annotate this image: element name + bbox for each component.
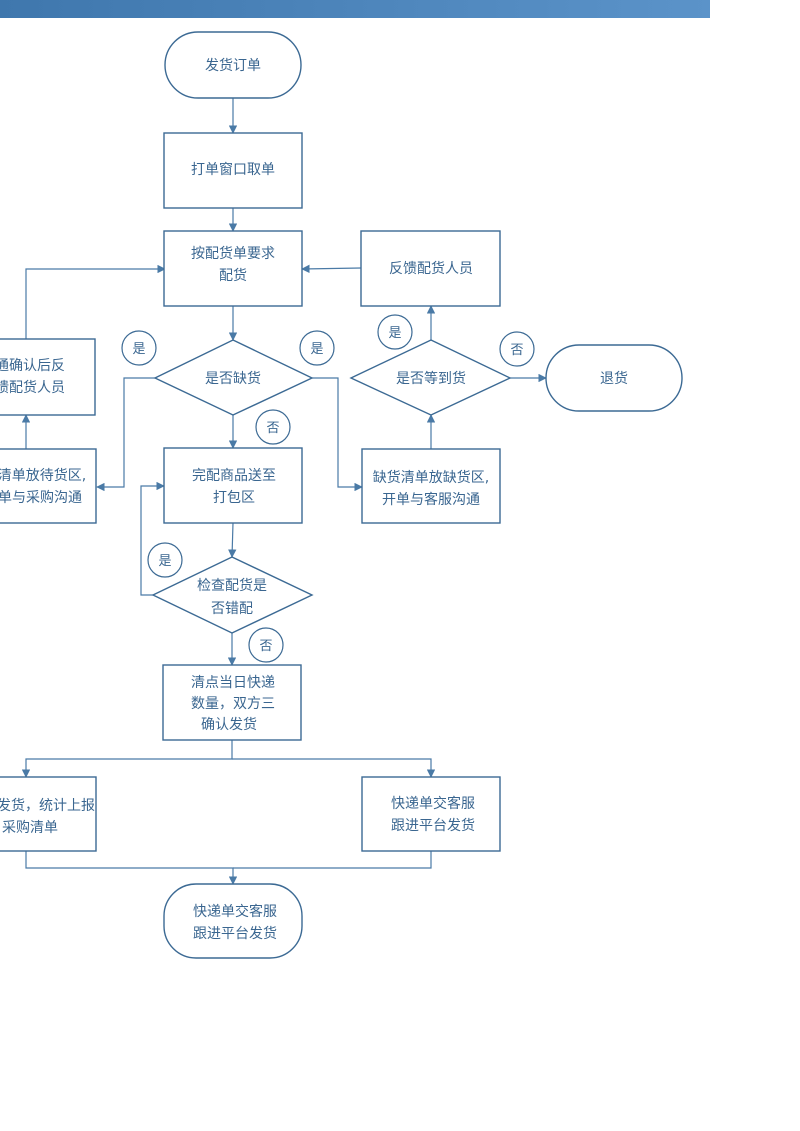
edge-pack-to-checkq (228, 522, 237, 558)
out-of-stock-decision: 是否缺货 (153, 339, 314, 416)
ship-report-node: 发货，统计上报 采购清单 (0, 776, 97, 852)
confirm-line-2: 馈配货人员 (0, 379, 65, 396)
edge-left-to-end (25, 851, 238, 885)
check-line-2: 否错配 (211, 601, 253, 617)
svg-text:是: 是 (388, 326, 401, 341)
svg-text:打单窗口取单: 打单窗口取单 (191, 161, 275, 178)
shortage-area-node: 缺货清单放缺货区, 开单与客服沟通 (361, 448, 501, 524)
header-bar (0, 0, 710, 18)
out-of-stock-label: 是否缺货 (205, 370, 261, 387)
pack-line-2: 打包区 (213, 489, 255, 506)
svg-text:否: 否 (259, 639, 272, 654)
express-cs-right-node: 快递单交客服 跟进平台发货 (361, 776, 501, 852)
pending-line-2: 单与采购沟通 (0, 490, 82, 506)
express-right-line-2: 跟进平台发货 (391, 817, 475, 834)
wait-arrival-label: 是否等到货 (396, 370, 466, 387)
svg-text:否: 否 (266, 421, 279, 436)
edge-confirm-to-pick (25, 264, 166, 339)
branch-yes-wait: 是 (377, 314, 413, 350)
return-goods-label: 退货 (600, 370, 628, 387)
to-pack-area-node: 完配商品送至 打包区 (163, 447, 303, 524)
edge-stockq-to-pending (96, 377, 155, 492)
count-line-3: 确认发货 (201, 716, 257, 733)
count-express-node: 清点当日快递 数量，双方三 确认发货 (162, 664, 302, 741)
confirm-line-1: 通确认后反 (0, 358, 65, 374)
branch-yes-mismatch: 是 (147, 542, 183, 578)
svg-text:是: 是 (310, 342, 323, 357)
confirm-feedback-node: 通确认后反 馈配货人员 (0, 338, 96, 416)
edge-count-to-right (232, 758, 436, 778)
feedback-picker-label: 反馈配货人员 (389, 260, 473, 277)
end-line-1: 快递单交客服 (193, 903, 277, 920)
svg-text:是: 是 (132, 342, 145, 357)
end-node: 快递单交客服 跟进平台发货 (163, 883, 303, 959)
svg-text:发货订单: 发货订单 (205, 57, 261, 74)
edge-right-to-end (233, 851, 432, 869)
ship-line-2: 采购清单 (2, 820, 58, 836)
branch-no-mismatch: 否 (248, 627, 284, 663)
branch-yes-right: 是 (299, 330, 335, 366)
wait-arrival-decision: 是否等到货 (349, 339, 512, 416)
edge-count-split (21, 740, 233, 778)
check-line-1: 检查配货是 (197, 577, 267, 594)
pick-line-1: 按配货单要求 (191, 245, 275, 262)
svg-text:否: 否 (510, 343, 523, 358)
print-window-node: 打单窗口取单 (163, 132, 303, 209)
return-goods-node: 退货 (545, 344, 683, 412)
edge-checkq-to-pack (140, 481, 165, 596)
branch-no-down: 否 (255, 409, 291, 445)
svg-text:是: 是 (158, 554, 171, 569)
pack-line-1: 完配商品送至 (192, 468, 276, 484)
feedback-picker-node: 反馈配货人员 (360, 230, 501, 307)
shortage-line-2: 开单与客服沟通 (382, 491, 480, 508)
edge-stockq-to-shortage (312, 377, 363, 492)
start-label: 发货订单 (205, 57, 261, 74)
pick-line-2: 配货 (219, 267, 247, 284)
print-window-label: 打单窗口取单 (191, 161, 275, 178)
shortage-line-1: 缺货清单放缺货区, (373, 469, 489, 486)
express-right-line-1: 快递单交客服 (391, 795, 475, 812)
branch-no-wait: 否 (499, 331, 535, 367)
pending-area-node: 清单放待货区, 单与采购沟通 (0, 448, 97, 524)
edges (21, 98, 547, 885)
pending-line-1: 清单放待货区, (0, 467, 86, 484)
start-node: 发货订单 (164, 31, 302, 99)
edge-feedback-to-pick (301, 264, 362, 274)
count-line-2: 数量，双方三 (191, 696, 275, 712)
pick-per-order-node: 按配货单要求 配货 (163, 230, 303, 307)
branch-yes-left: 是 (121, 330, 157, 366)
ship-line-1: 发货，统计上报 (0, 797, 95, 814)
count-line-1: 清点当日快递 (191, 675, 275, 691)
end-line-2: 跟进平台发货 (193, 925, 277, 942)
check-mismatch-decision: 检查配货是 否错配 (151, 556, 314, 634)
